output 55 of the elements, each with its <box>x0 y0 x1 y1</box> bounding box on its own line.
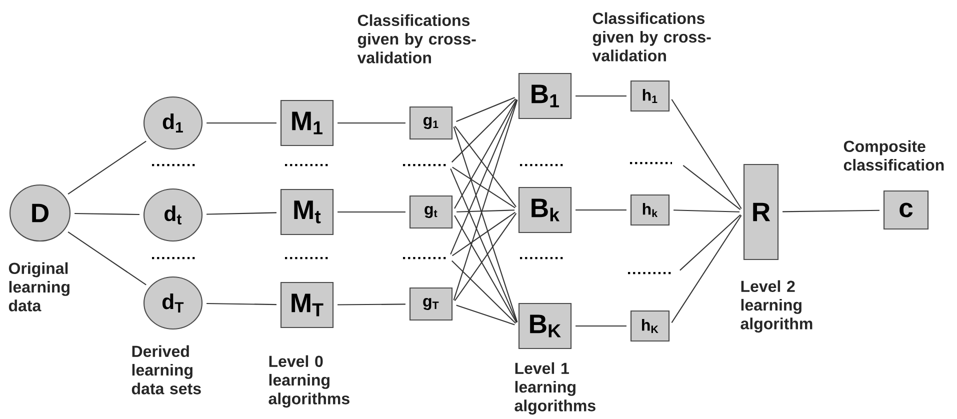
connector-line <box>454 212 517 302</box>
connector-line <box>206 212 276 215</box>
model-box: B$_{K}$ <box>518 302 572 350</box>
model-box: M$_{T}$ <box>280 282 334 328</box>
connector-line <box>206 122 276 124</box>
connector-line <box>453 100 518 300</box>
connector-line <box>671 99 742 209</box>
connector-line <box>338 304 406 306</box>
connector-line <box>680 214 741 271</box>
model-box: h$_{1}$ <box>630 80 670 112</box>
node-caption: Level 2 learning algorithm <box>740 280 812 333</box>
node-caption: Level 0 learning algorithms <box>268 355 350 408</box>
connector-line <box>576 325 626 327</box>
model-box: h$_{K}$ <box>630 310 670 342</box>
model-box: M$_{t}$ <box>280 188 334 236</box>
model-box: h$_{k}$ <box>630 194 670 226</box>
connector-line <box>454 126 516 208</box>
connector-line <box>338 122 406 124</box>
connector-line <box>454 99 517 209</box>
connector-line <box>452 166 516 208</box>
connector-line <box>206 302 276 306</box>
model-box: g$_{1}$ <box>409 106 453 140</box>
model-box: g$_{t}$ <box>409 195 453 229</box>
model-box: R <box>743 164 779 260</box>
model-box: c <box>883 190 929 230</box>
node-caption: Composite classification <box>844 140 944 171</box>
connector-line <box>671 215 742 323</box>
model-box: B$_{k}$ <box>518 186 572 234</box>
node-caption: Classifications given by cross-validation <box>357 14 476 64</box>
connector-line <box>454 215 517 323</box>
connector-line <box>456 97 515 122</box>
connector-line <box>674 210 740 212</box>
connector-line <box>452 260 516 324</box>
connector-line <box>450 168 518 323</box>
connector-line <box>576 95 626 97</box>
node-caption: Level 1 learning algorithms <box>514 362 596 415</box>
node-caption: Original learning data <box>8 262 70 312</box>
model-box: M$_{1}$ <box>280 100 334 146</box>
connector-line <box>456 210 514 212</box>
connector-line <box>68 140 146 194</box>
connector-line <box>452 212 516 256</box>
connector-line <box>68 232 146 286</box>
model-box: B$_{1}$ <box>518 72 572 120</box>
connector-line <box>456 304 515 326</box>
connector-line <box>338 211 406 213</box>
connector-line <box>74 213 140 216</box>
model-box: g$_{T}$ <box>409 287 453 321</box>
connector-line <box>682 165 741 210</box>
connector-line <box>576 209 626 211</box>
connector-line <box>450 99 518 255</box>
connector-line <box>453 126 518 322</box>
connector-line <box>782 210 880 212</box>
node-caption: Classifications given by cross-validation <box>592 12 711 62</box>
node-caption: Derived learning data sets <box>132 345 201 394</box>
connector-line <box>451 98 516 163</box>
